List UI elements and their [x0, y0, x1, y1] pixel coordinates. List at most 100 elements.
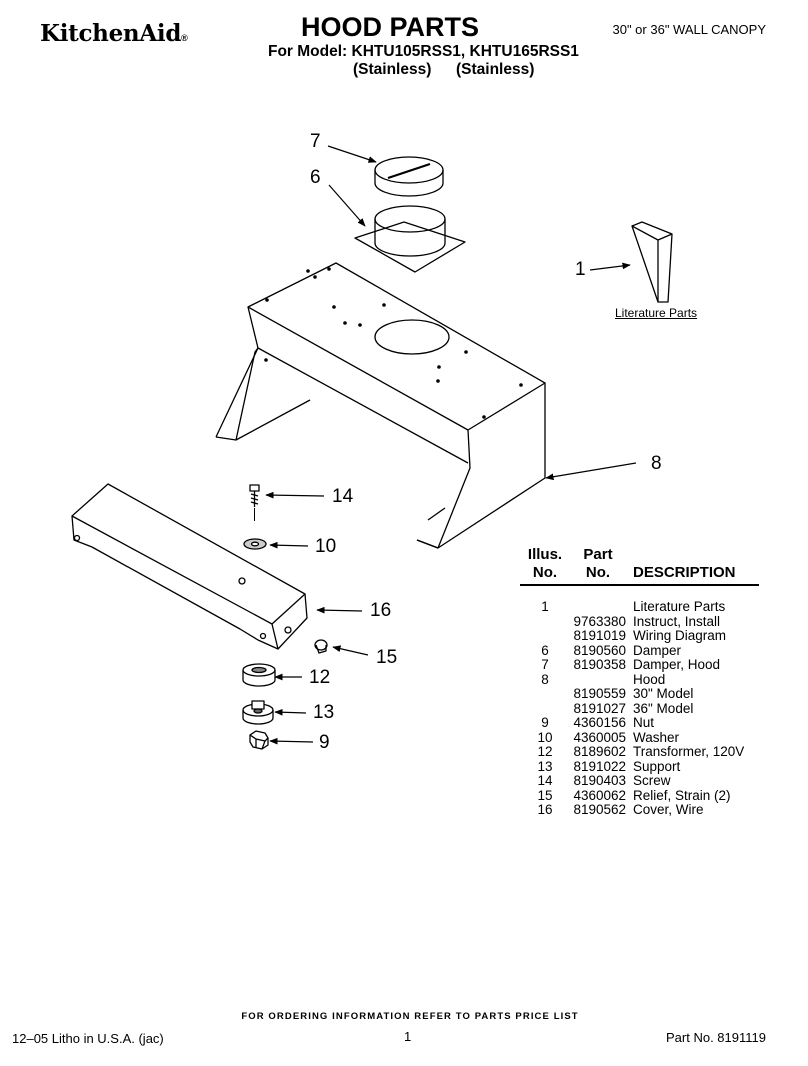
model-line: For Model: KHTU105RSS1, KHTU165RSS1 [268, 43, 579, 60]
part-damper-hood [374, 156, 444, 197]
description-cell: Relief, Strain (2) [633, 787, 731, 803]
table-row: 9763380 Instruct, Install [520, 613, 759, 630]
callout-10: 10 [315, 536, 337, 557]
illus-cell [520, 702, 570, 717]
table-row: 8191019 Wiring Diagram [520, 628, 759, 644]
literature-parts-label: Literature Parts [615, 306, 698, 320]
description-cell: Literature Parts [633, 599, 726, 614]
part-number-cell: 8190560 [573, 642, 626, 658]
description-cell: Screw [633, 773, 671, 788]
variant-label: 30" or 36" WALL CANOPY [612, 22, 767, 37]
parts-table-body: 1 Literature Parts 9763380 Instruct, Instal… [520, 599, 759, 818]
illus-cell: 7 [541, 657, 549, 672]
description-cell: Hood [633, 671, 666, 687]
illus-cell [520, 615, 570, 630]
callout-12: 12 [309, 667, 331, 688]
part-number-cell: 8191022 [573, 758, 626, 774]
illus-cell: 10 [537, 729, 553, 745]
description-cell: Instruct, Install [633, 613, 721, 629]
callout-6: 6 [310, 167, 321, 188]
col-header-illus: Illus.No. [527, 546, 563, 581]
ordering-note: FOR ORDERING INFORMATION REFER TO PARTS … [241, 1011, 579, 1022]
callout-13: 13 [313, 702, 335, 723]
part-number-cell [570, 600, 631, 615]
illus-cell: 15 [537, 787, 553, 803]
part-number-cell: 8191019 [573, 628, 626, 643]
illus-cell: 1 [541, 599, 549, 614]
part-number-cell [570, 673, 631, 688]
table-row: 6 8190560 Damper [520, 642, 759, 659]
table-row: 16 8190562 Cover, Wire [520, 802, 759, 818]
part-screw [249, 484, 260, 521]
callout-8: 8 [651, 453, 662, 474]
callout-7: 7 [310, 131, 321, 152]
part-number-cell: 4360005 [573, 729, 626, 745]
description-cell: 30" Model [633, 686, 694, 701]
illus-cell: 12 [537, 744, 553, 759]
table-row: 14 8190403 Screw [520, 773, 759, 789]
illus-cell: 8 [541, 671, 549, 687]
part-washer [243, 538, 267, 550]
illus-cell: 13 [537, 758, 553, 774]
part-wire-cover [71, 483, 308, 650]
table-row: 8190559 30" Model [520, 686, 759, 702]
illus-cell: 6 [541, 642, 549, 658]
model-finish-2: (Stainless) [456, 61, 535, 78]
litho-note: 12–05 Litho in U.S.A. (jac) [12, 1031, 164, 1046]
part-number-cell: 9763380 [573, 613, 626, 629]
registered-mark: ® [181, 33, 188, 43]
part-number-cell: 8190403 [573, 773, 626, 788]
table-row: 8 Hood [520, 671, 759, 688]
illus-cell: 9 [541, 715, 549, 730]
table-row: 10 4360005 Washer [520, 729, 759, 746]
illus-cell: 14 [537, 773, 553, 788]
col-header-description: DESCRIPTION [633, 564, 736, 581]
illus-cell [520, 629, 570, 644]
callout-16: 16 [370, 600, 392, 621]
part-strain-relief [314, 639, 328, 654]
callout-14: 14 [332, 486, 354, 507]
model-finish-1: (Stainless) [353, 61, 432, 78]
page-title: HOOD PARTS [300, 12, 479, 42]
table-row: 13 8191022 Support [520, 758, 759, 775]
part-number-cell: 4360062 [573, 787, 626, 803]
table-row: 12 8189602 Transformer, 120V [520, 744, 759, 760]
part-number-cell: 4360156 [573, 715, 626, 730]
table-row: 1 Literature Parts [520, 599, 759, 615]
table-row: 15 4360062 Relief, Strain (2) [520, 787, 759, 804]
leader-arrows [265, 145, 637, 745]
brand-name: KitchenAid [40, 20, 182, 47]
callout-9: 9 [319, 732, 330, 753]
description-cell: Transformer, 120V [633, 744, 745, 759]
description-cell: Wiring Diagram [633, 628, 727, 643]
part-number-cell: 8191027 [573, 700, 626, 716]
part-support [242, 700, 274, 725]
description-cell: Washer [633, 729, 680, 745]
part-damper [354, 205, 466, 273]
page-number: 1 [404, 1029, 412, 1044]
part-number-cell: 8190358 [573, 657, 626, 672]
part-nut [249, 730, 269, 750]
part-number-cell: 8190562 [573, 802, 626, 817]
part-hood [215, 262, 546, 549]
description-cell: Cover, Wire [633, 802, 704, 817]
part-number-cell: 8189602 [573, 744, 626, 759]
description-cell: Nut [633, 715, 655, 730]
description-cell: Damper [633, 642, 682, 658]
part-literature-booklet [631, 221, 673, 303]
part-transformer [242, 663, 276, 687]
illus-cell: 16 [537, 802, 553, 817]
brand-logo: KitchenAid® [40, 20, 188, 47]
part-number-cell: 8190559 [573, 686, 626, 701]
illus-cell [520, 687, 570, 702]
table-row: 8191027 36" Model [520, 700, 759, 717]
description-cell: 36" Model [633, 700, 694, 716]
document-part-number: Part No. 8191119 [666, 1030, 766, 1045]
callout-15: 15 [376, 647, 398, 668]
description-cell: Support [633, 758, 681, 774]
table-row: 9 4360156 Nut [520, 715, 759, 731]
